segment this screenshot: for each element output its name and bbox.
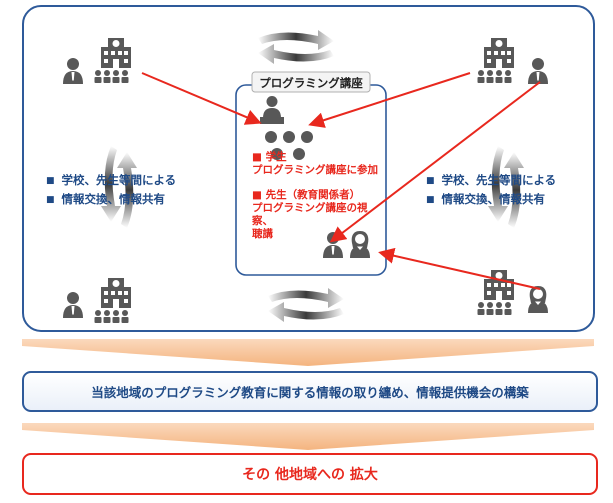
exchange-arrow-bottom-icon bbox=[268, 288, 344, 322]
student-block: ■ 学生 プログラミング講座に参加 bbox=[252, 151, 382, 177]
info-band: 当該地域のプログラミング教育に関する情報の取り纏め、情報提供機会の構築 bbox=[22, 371, 598, 412]
left-exchange-bullets: 学校、先生等間による 情報交換、情報共有 bbox=[46, 172, 177, 210]
teacher-bottom-right-icon bbox=[528, 286, 548, 313]
left-bullet-1: 学校、先生等間による bbox=[46, 172, 177, 191]
teacher-block: ■ 先生（教育関係者） プログラミング講座の視察、 聴講 bbox=[252, 189, 384, 241]
flow-arrows bbox=[141, 72, 541, 290]
teacher-heading: ■ 先生（教育関係者） bbox=[252, 189, 361, 201]
teacher-text-2: 聴講 bbox=[252, 228, 273, 240]
expansion-band: その 他地域への 拡大 bbox=[22, 453, 598, 495]
lecturer-icon bbox=[260, 96, 284, 124]
expansion-band-text: その 他地域への 拡大 bbox=[242, 467, 378, 483]
student-text: プログラミング講座に参加 bbox=[252, 164, 378, 176]
info-band-text: 当該地域のプログラミング教育に関する情報の取り纏め、情報提供機会の構築 bbox=[91, 385, 529, 400]
flow-chevron-2 bbox=[22, 423, 594, 450]
teacher-text-1: プログラミング講座の視察、 bbox=[252, 202, 368, 227]
right-exchange-bullets: 学校、先生等間による 情報交換、情報共有 bbox=[426, 172, 557, 210]
exchange-arrow-top-icon bbox=[258, 30, 334, 64]
course-title-tab bbox=[251, 71, 371, 93]
left-bullet-2: 情報交換、情報共有 bbox=[46, 191, 176, 210]
student-heading: ■ 学生 bbox=[252, 151, 287, 163]
right-bullet-2: 情報交換、情報共有 bbox=[426, 191, 556, 210]
flow-chevron-1 bbox=[22, 339, 594, 366]
right-bullet-1: 学校、先生等間による bbox=[426, 172, 557, 191]
students-icon bbox=[265, 131, 313, 160]
course-title: プログラミング講座 bbox=[259, 76, 363, 90]
